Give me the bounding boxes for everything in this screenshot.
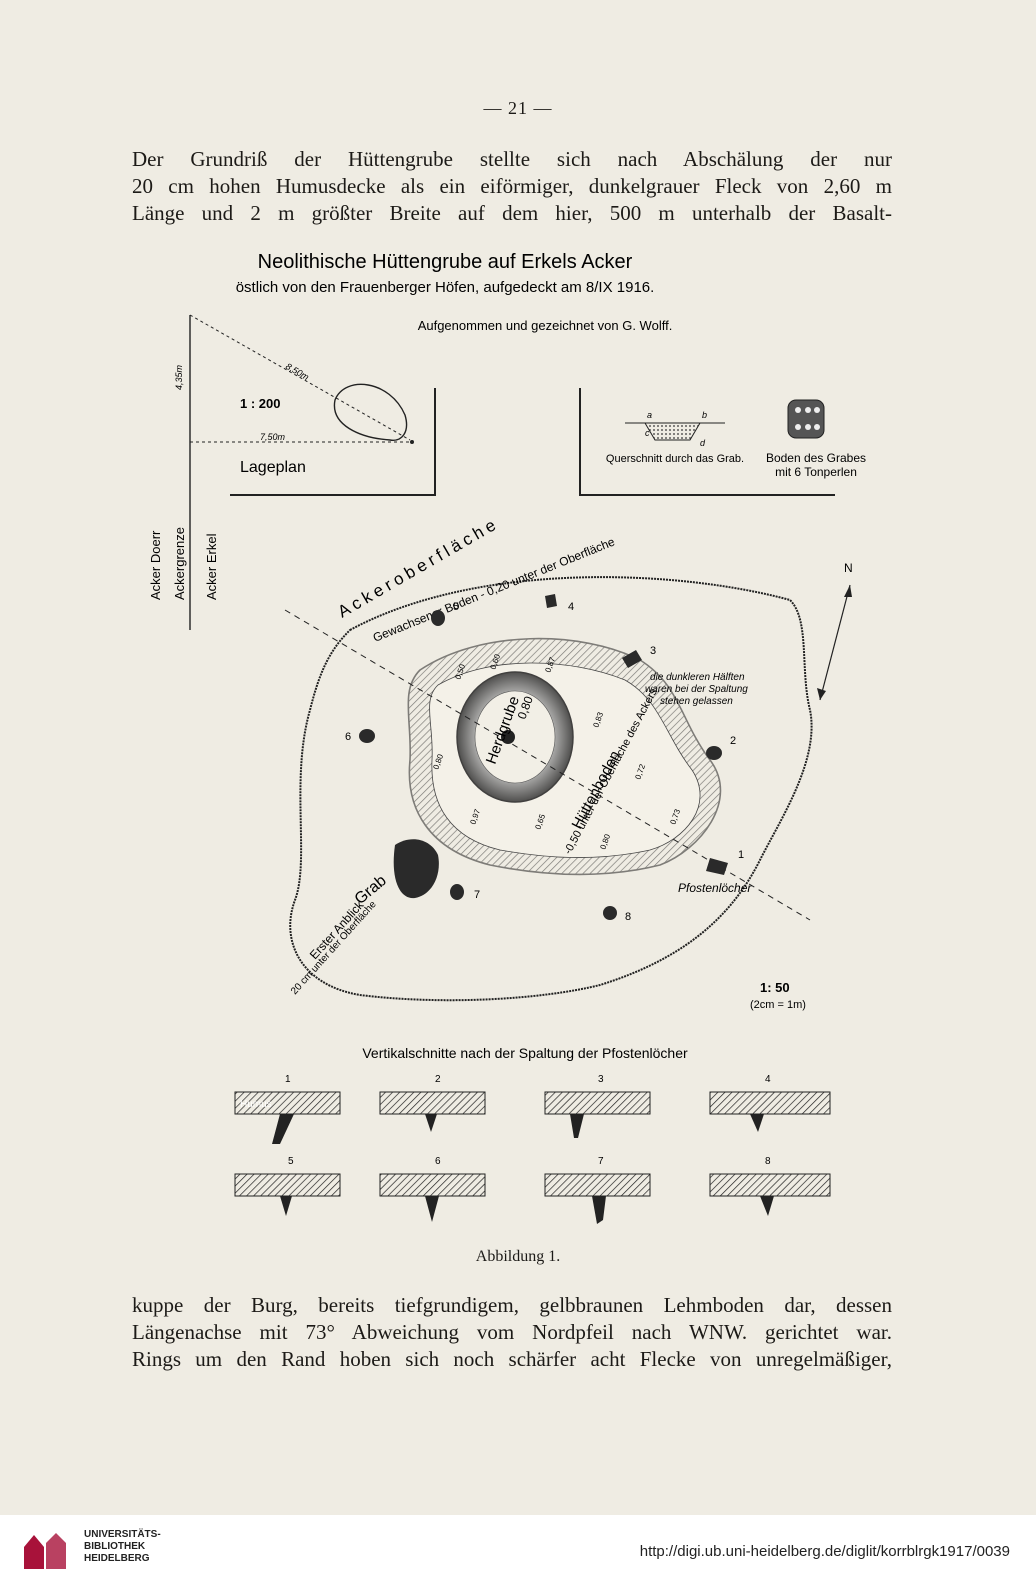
post-num-4: 4 xyxy=(568,601,574,613)
pfosten-label: Pfostenlöcher xyxy=(678,881,752,895)
post-hole-6 xyxy=(359,729,375,743)
library-line-3: HEIDELBERG xyxy=(84,1553,150,1564)
humus-label: Humus xyxy=(240,1099,272,1110)
text-line: Rings um den Rand hoben sich noch schärf… xyxy=(132,1347,892,1371)
letter-b: b xyxy=(702,410,707,420)
paragraph-bottom: kuppe der Burg, bereits tiefgrundigem, g… xyxy=(132,1292,892,1373)
section-num-2: 2 xyxy=(435,1074,441,1085)
letter-d: d xyxy=(700,438,706,448)
post-hole-7 xyxy=(450,884,464,900)
source-url[interactable]: http://digi.ub.uni-heidelberg.de/diglit/… xyxy=(639,1543,1010,1560)
post-hole-1 xyxy=(706,858,728,875)
dist-horiz: 7,50m xyxy=(260,432,286,442)
footer-bar: UNIVERSITÄTS- BIBLIOTHEK HEIDELBERG http… xyxy=(0,1515,1036,1587)
section-3: 3 xyxy=(544,1074,651,1138)
text-line: 20 cm hohen Humusdecke als ein eiförmige… xyxy=(132,174,892,198)
text-line: kuppe der Burg, bereits tiefgrundigem, g… xyxy=(132,1293,892,1317)
section-num-8: 8 xyxy=(765,1156,771,1167)
main-scale-sub: (2cm = 1m) xyxy=(750,999,806,1011)
section-label: Querschnitt durch das Grab. xyxy=(606,453,744,465)
section-num-4: 4 xyxy=(765,1074,771,1085)
section-2: 2 xyxy=(379,1074,486,1132)
section-1: Humus 1 xyxy=(234,1074,341,1144)
ackeroberflaeche-label: Ackeroberfläche xyxy=(335,514,503,622)
dist-diag: 8,50m xyxy=(284,361,311,382)
text-line: Der Grundriß der Hüttengrube stellte sic… xyxy=(132,147,892,171)
paragraph-top: Der Grundriß der Hüttengrube stellte sic… xyxy=(132,146,892,227)
letter-c: c xyxy=(645,428,650,438)
post-num-8: 8 xyxy=(625,911,631,923)
floor-label-2: mit 6 Tonperlen xyxy=(775,465,857,479)
library-line-1: UNIVERSITÄTS- xyxy=(84,1529,161,1540)
text-line: Längenachse mit 73° Abweichung vom Nordp… xyxy=(132,1320,892,1344)
figure-caption: Abbildung 1. xyxy=(475,1248,561,1265)
section-8: 8 xyxy=(709,1156,831,1216)
vertical-sections: Humus 1 2 3 4 xyxy=(234,1074,831,1224)
lageplan-panel: 1 : 200 Lageplan 8,50m 4,35m 7,50m xyxy=(174,314,436,630)
gewachsener-boden-label: Gewachsener Boden - 0,20 unter der Oberf… xyxy=(371,534,617,644)
dist-vert: 4,35m xyxy=(174,364,184,390)
section-7: 7 xyxy=(544,1156,651,1224)
lageplan-label: Lageplan xyxy=(240,459,306,476)
post-num-1: 1 xyxy=(738,849,744,861)
north-arrow-icon: N xyxy=(817,561,853,701)
section-6: 6 xyxy=(379,1156,486,1222)
section-panel: a b c d Querschnitt durch das Grab. Bode… xyxy=(579,388,866,496)
library-line-2: BIBLIOTHEK xyxy=(84,1541,146,1552)
post-num-6: 6 xyxy=(345,731,351,743)
page-number: — 21 — xyxy=(483,98,553,118)
section-num-1: 1 xyxy=(285,1074,291,1085)
section-num-3: 3 xyxy=(598,1074,604,1085)
erster-depth-label: 20 cm unter der Oberfläche xyxy=(289,899,379,997)
figure-subtitle: östlich von den Frauenberger Höfen, aufg… xyxy=(236,279,655,296)
label-acker-doerr: Acker Doerr xyxy=(148,530,163,600)
post-num-3: 3 xyxy=(650,645,656,657)
figure-title: Neolithische Hüttengrube auf Erkels Acke… xyxy=(258,251,633,273)
label-acker-erkel: Acker Erkel xyxy=(204,533,219,600)
library-logo-icon xyxy=(24,1533,66,1569)
post-hole-4 xyxy=(545,594,557,608)
figure-drawing: Neolithische Hüttengrube auf Erkels Acke… xyxy=(148,251,866,1224)
label-ackergrenze: Ackergrenze xyxy=(172,527,187,600)
post-num-7: 7 xyxy=(474,889,480,901)
section-num-7: 7 xyxy=(598,1156,604,1167)
section-num-6: 6 xyxy=(435,1156,441,1167)
post-hole-2 xyxy=(706,746,722,760)
section-num-5: 5 xyxy=(288,1156,294,1167)
main-plan: Ackeroberfläche Gewachsener Boden - 0,20… xyxy=(284,514,853,1011)
post-hole-3 xyxy=(622,650,642,668)
post-holes xyxy=(359,594,728,920)
figure-hut-pit-plan: Neolithische Hüttengrube auf Erkels Acke… xyxy=(120,240,880,1260)
dunklere-note-3: stehen gelassen xyxy=(660,696,733,707)
section-5: 5 xyxy=(234,1156,341,1216)
post-hole-8 xyxy=(603,906,617,920)
letter-a: a xyxy=(647,410,652,420)
post-num-5: 5 xyxy=(453,601,459,613)
text-line: Länge und 2 m größter Breite auf dem hie… xyxy=(132,201,892,225)
north-label: N xyxy=(844,561,853,575)
library-name: UNIVERSITÄTS- BIBLIOTHEK HEIDELBERG xyxy=(84,1529,161,1565)
dunklere-note-2: waren bei der Spaltung xyxy=(645,684,748,695)
post-num-2: 2 xyxy=(730,735,736,747)
section-4: 4 xyxy=(709,1074,831,1132)
figure-credit: Aufgenommen und gezeichnet von G. Wolff. xyxy=(418,318,673,333)
lageplan-scale: 1 : 200 xyxy=(240,396,280,411)
dunklere-note-1: die dunkleren Hälften xyxy=(650,672,745,683)
post-hole-5 xyxy=(431,610,445,626)
book-page: — 21 — Der Grundriß der Hüttengrube stel… xyxy=(120,98,892,1373)
floor-label-1: Boden des Grabes xyxy=(766,451,866,465)
vertical-title: Vertikalschnitte nach der Spaltung der P… xyxy=(362,1045,688,1061)
main-scale: 1: 50 xyxy=(760,980,790,995)
